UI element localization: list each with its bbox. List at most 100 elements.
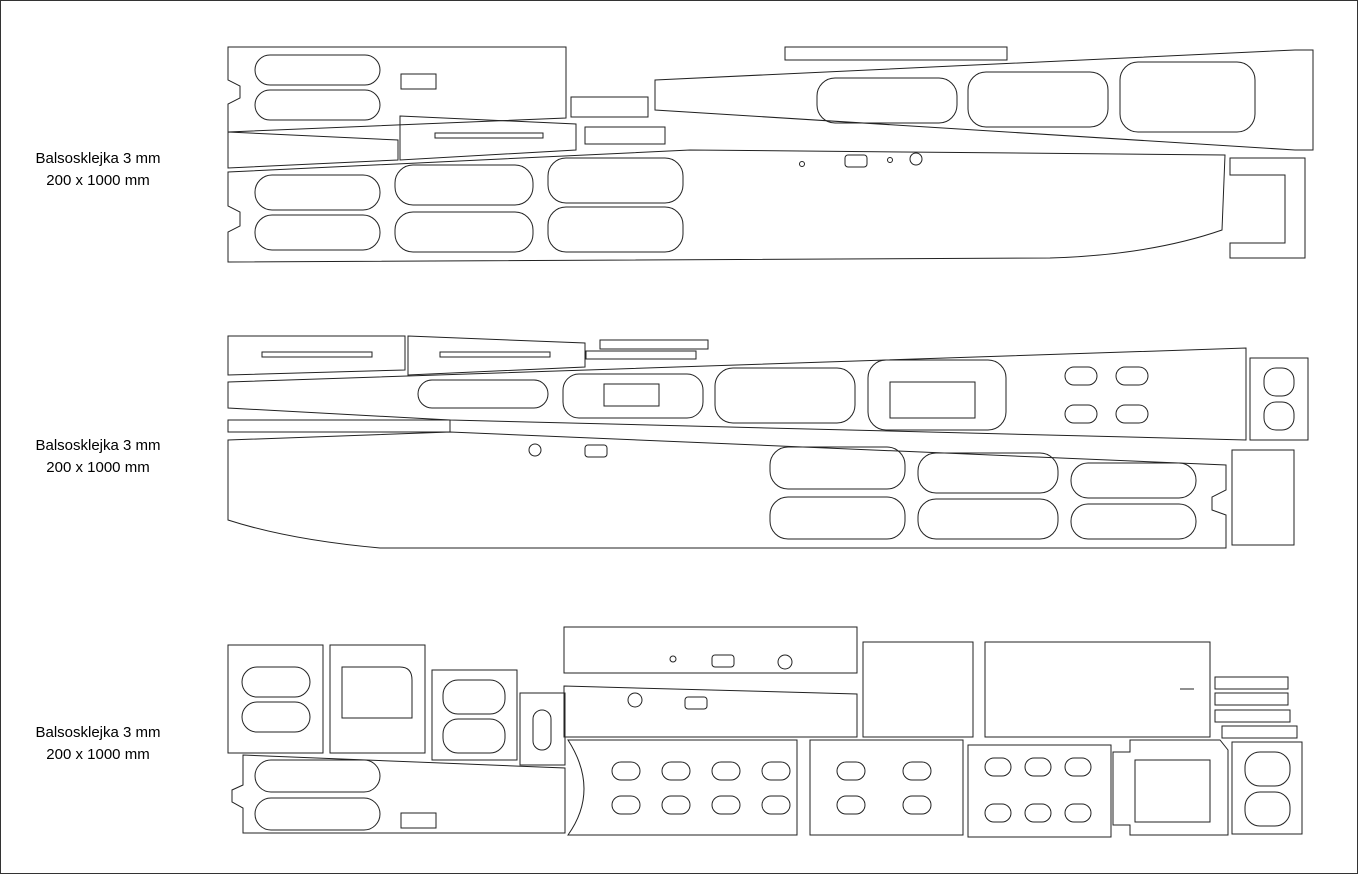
oval-hole bbox=[661, 795, 691, 815]
hole bbox=[777, 654, 793, 670]
oval-hole bbox=[836, 795, 866, 815]
lightening-hole bbox=[547, 206, 684, 253]
part-floor bbox=[567, 739, 798, 836]
lightening-hole bbox=[769, 446, 906, 490]
part-floor bbox=[809, 739, 964, 836]
oval-hole bbox=[611, 761, 641, 781]
part-slotted-strip bbox=[227, 335, 406, 376]
part-plate bbox=[984, 641, 1211, 738]
slot bbox=[400, 73, 437, 90]
sheet-2-material: Balsosklejka 3 mm bbox=[35, 437, 161, 454]
oval-hole bbox=[1024, 803, 1052, 823]
sheet-1-parts bbox=[227, 46, 1314, 263]
window-hole bbox=[341, 666, 413, 719]
sheet-1-label: Balsosklejka 3 mm 200 x 1000 mm bbox=[13, 148, 183, 192]
lightening-hole bbox=[254, 89, 381, 121]
part-fuselage-side bbox=[227, 149, 1226, 263]
part-strip bbox=[1221, 725, 1298, 739]
lightening-hole bbox=[1070, 503, 1197, 540]
part-thin-strip bbox=[227, 419, 451, 433]
part-wedge bbox=[227, 131, 399, 169]
slot bbox=[684, 696, 708, 710]
slot bbox=[844, 154, 868, 168]
part-small-plate bbox=[584, 126, 666, 145]
part-small-plate bbox=[570, 96, 649, 118]
part-bracket bbox=[1229, 157, 1306, 259]
hole bbox=[627, 692, 643, 708]
sheet-2-label: Balsosklejka 3 mm 200 x 1000 mm bbox=[13, 435, 183, 479]
sheet-3-material: Balsosklejka 3 mm bbox=[35, 724, 161, 741]
lightening-hole bbox=[562, 373, 704, 419]
part-doubler bbox=[563, 685, 858, 738]
oval-hole bbox=[1244, 791, 1291, 827]
sheet-1-size: 200 x 1000 mm bbox=[46, 172, 150, 189]
oval-hole bbox=[661, 761, 691, 781]
part-former bbox=[329, 644, 426, 754]
part-strip bbox=[1214, 676, 1289, 690]
sheet-1-material: Balsosklejka 3 mm bbox=[35, 150, 161, 167]
lightening-hole bbox=[417, 379, 549, 409]
part-former bbox=[1249, 357, 1309, 441]
part-tail-boom-side bbox=[231, 754, 566, 834]
lightening-hole bbox=[816, 77, 958, 124]
oval-hole bbox=[1263, 367, 1295, 397]
part-doubler bbox=[563, 626, 858, 674]
part-slotted-strip bbox=[399, 115, 577, 161]
slot bbox=[434, 132, 544, 139]
part-former bbox=[431, 669, 518, 761]
lightening-hole bbox=[967, 71, 1109, 128]
part-slotted-strip bbox=[407, 335, 586, 376]
oval-hole bbox=[1064, 366, 1098, 386]
lightening-hole bbox=[394, 164, 534, 206]
oval-hole bbox=[902, 795, 932, 815]
lightening-hole bbox=[917, 498, 1059, 540]
part-small-former bbox=[519, 692, 566, 766]
part-tail-boom-side bbox=[227, 46, 567, 133]
lightening-hole bbox=[917, 452, 1059, 494]
slot bbox=[261, 351, 373, 358]
hole bbox=[528, 443, 542, 457]
slot bbox=[439, 351, 551, 358]
oval-hole bbox=[711, 795, 741, 815]
sheet-3-label: Balsosklejka 3 mm 200 x 1000 mm bbox=[13, 722, 183, 766]
part-former bbox=[1231, 741, 1303, 835]
lightening-hole bbox=[1119, 61, 1256, 133]
oval-hole bbox=[902, 761, 932, 781]
oval-hole bbox=[1024, 757, 1052, 777]
part-fuselage-side bbox=[227, 431, 1227, 549]
part-strip bbox=[1214, 709, 1291, 723]
oval-hole bbox=[761, 795, 791, 815]
lightening-hole bbox=[254, 174, 381, 211]
lightening-hole bbox=[254, 797, 381, 831]
part-former bbox=[227, 644, 324, 754]
hole bbox=[909, 152, 923, 166]
slot bbox=[889, 381, 976, 419]
lightening-hole bbox=[254, 759, 381, 793]
oval-hole bbox=[1064, 803, 1092, 823]
lightening-hole bbox=[769, 496, 906, 540]
part-tapered-spar bbox=[227, 347, 1247, 441]
part-thin-strip bbox=[585, 350, 697, 360]
slot bbox=[584, 444, 608, 458]
lightening-hole bbox=[547, 157, 684, 204]
lightening-hole bbox=[867, 359, 1007, 431]
oval-hole bbox=[984, 757, 1012, 777]
oval-hole bbox=[1115, 404, 1149, 424]
part-plate bbox=[862, 641, 974, 738]
oval-hole bbox=[1064, 404, 1098, 424]
oval-hole bbox=[1244, 751, 1291, 787]
sheet-2-parts bbox=[227, 335, 1309, 549]
window-hole bbox=[1134, 759, 1211, 823]
lightening-hole bbox=[714, 367, 856, 424]
oval-hole bbox=[1064, 757, 1092, 777]
lightening-hole bbox=[1070, 462, 1197, 499]
sheet-3-parts bbox=[227, 626, 1303, 838]
oval-hole bbox=[1263, 401, 1295, 431]
sheet-2-size: 200 x 1000 mm bbox=[46, 459, 150, 476]
oval-hole bbox=[442, 679, 506, 715]
slot bbox=[400, 812, 437, 829]
part-former bbox=[1231, 449, 1295, 546]
hole bbox=[669, 655, 677, 663]
